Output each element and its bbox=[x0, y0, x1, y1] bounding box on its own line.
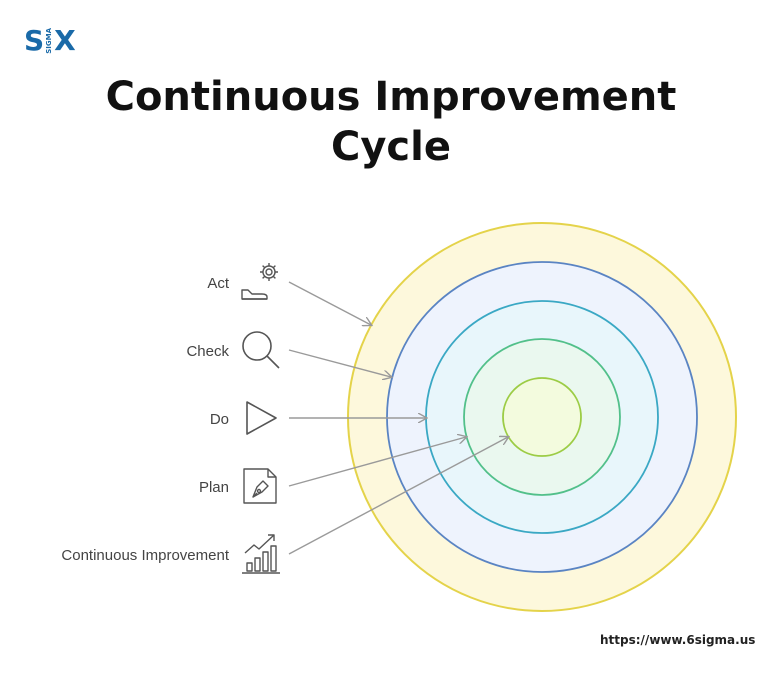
label-plan: Plan bbox=[199, 479, 229, 496]
title-line-2: Cycle bbox=[331, 124, 451, 170]
title-line-1: Continuous Improvement bbox=[105, 74, 677, 120]
arrow-act bbox=[288, 281, 371, 325]
gear-hand-icon bbox=[241, 263, 278, 300]
footer-url[interactable]: https://www.6sigma.us bbox=[600, 633, 756, 647]
ring-continuous bbox=[502, 377, 582, 457]
document-pen-icon bbox=[243, 468, 277, 504]
arrow-plan bbox=[288, 437, 466, 487]
logo-x: X bbox=[54, 24, 76, 57]
magnifier-icon bbox=[242, 331, 280, 369]
label-act: Act bbox=[207, 275, 230, 292]
label-check: Check bbox=[186, 343, 229, 360]
label-do: Do bbox=[210, 411, 229, 428]
arrow-check bbox=[288, 349, 391, 377]
label-continuous: Continuous Improvement bbox=[61, 547, 229, 564]
arrow-continuous bbox=[288, 437, 508, 555]
logo-s: S bbox=[24, 24, 45, 57]
sixsigma-logo: S SIGMA X bbox=[24, 26, 76, 56]
growth-chart-icon bbox=[242, 534, 280, 574]
play-icon bbox=[246, 401, 277, 435]
page-title: Continuous Improvement Cycle bbox=[0, 72, 782, 172]
